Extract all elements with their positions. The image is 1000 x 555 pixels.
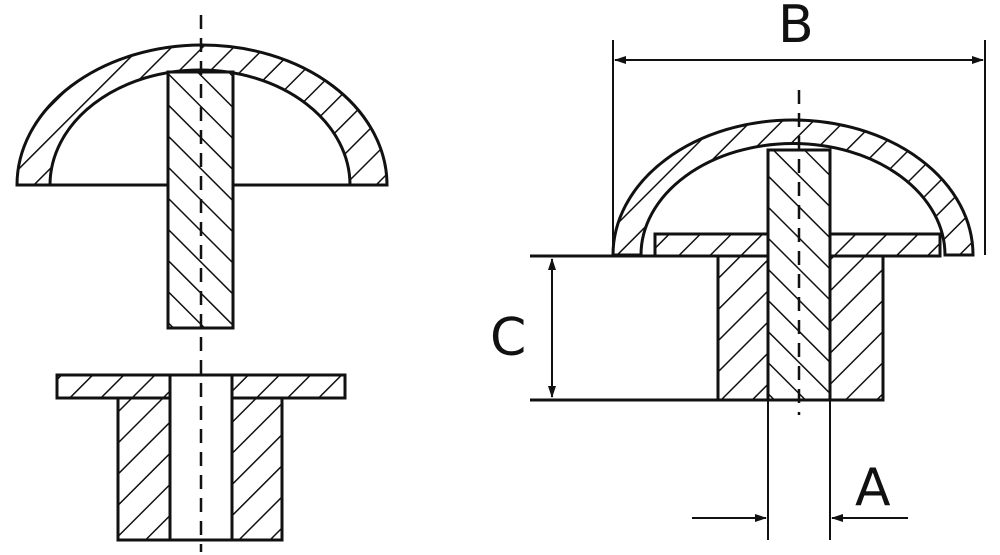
left-sleeve-wall-left xyxy=(116,396,172,542)
dim-b-label: B xyxy=(778,0,814,55)
assembled-view: B C A xyxy=(490,0,986,540)
left-cap-shell xyxy=(15,43,389,187)
dim-c-label: C xyxy=(490,308,526,368)
dim-a-label: A xyxy=(855,458,891,518)
right-cap-shell xyxy=(611,118,975,257)
left-sleeve-wall-right xyxy=(230,396,284,542)
exploded-view xyxy=(15,15,389,552)
